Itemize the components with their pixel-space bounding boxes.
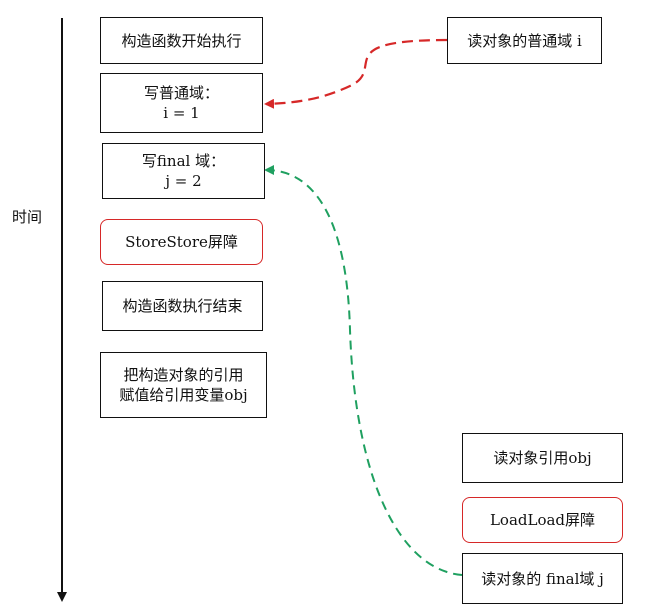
box-write-normal-field: 写普通域： i = 1 [100, 73, 263, 133]
box-text: 读对象引用obj [493, 449, 592, 467]
box-loadload-barrier: LoadLoad屏障 [462, 497, 623, 543]
box-read-normal-field: 读对象的普通域 i [447, 17, 602, 64]
box-assign-reference: 把构造对象的引用 赋值给引用变量obj [100, 352, 267, 418]
box-text: i = 1 [163, 104, 200, 122]
box-read-object-reference: 读对象引用obj [462, 433, 623, 483]
red-dashed-arrow [264, 38, 448, 109]
green-dashed-arrow [264, 165, 463, 576]
box-text: j = 2 [165, 172, 202, 190]
box-constructor-start: 构造函数开始执行 [100, 17, 263, 64]
box-text: 写final 域： [141, 152, 226, 170]
box-text: 写普通域： [143, 84, 219, 102]
box-storestore-barrier: StoreStore屏障 [100, 219, 263, 265]
box-read-final-field: 读对象的 final域 j [462, 553, 623, 604]
box-write-final-field: 写final 域： j = 2 [102, 143, 265, 199]
box-constructor-end: 构造函数执行结束 [102, 281, 263, 331]
box-text: 把构造对象的引用 [123, 366, 244, 384]
box-text: 读对象的 final域 j [481, 569, 604, 588]
box-text: 构造函数执行结束 [122, 297, 243, 315]
box-text: StoreStore屏障 [125, 233, 238, 251]
box-text: LoadLoad屏障 [489, 511, 596, 529]
box-text: 赋值给引用变量obj [119, 386, 248, 404]
time-axis-label: 时间 [12, 208, 43, 226]
box-text: 读对象的普通域 i [467, 31, 582, 50]
box-text: 构造函数开始执行 [121, 31, 242, 50]
